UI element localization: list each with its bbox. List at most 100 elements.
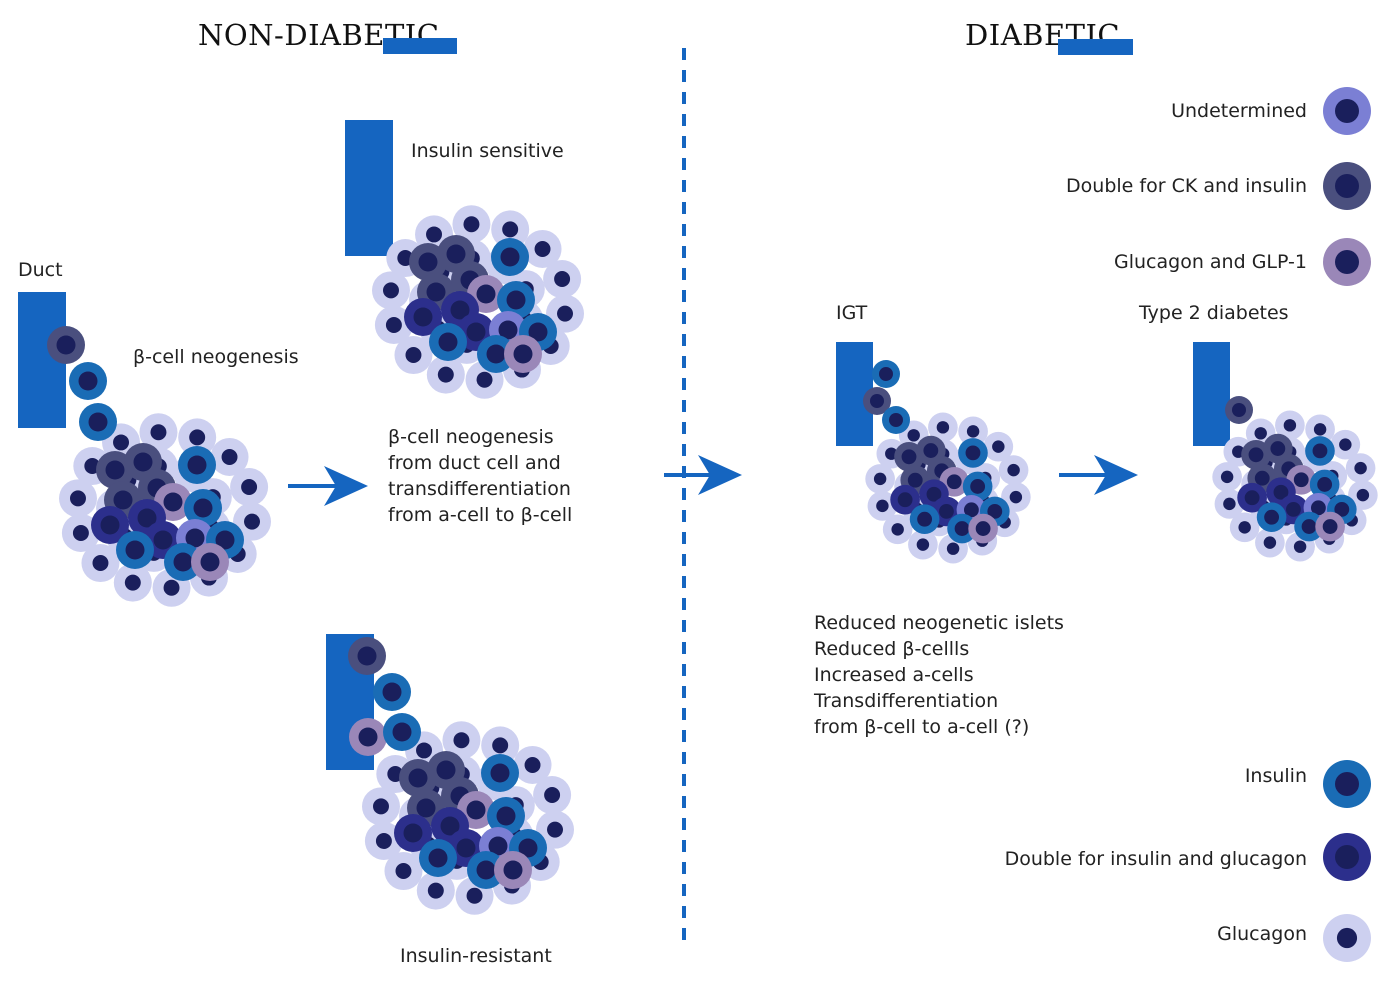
right-arrow-icon <box>664 455 742 495</box>
right-arrow-icon <box>1059 455 1138 495</box>
cluster-type2-glucagon-cell-icon <box>1214 489 1245 519</box>
cluster-insulin-resistant-glucagon-cell-icon <box>384 852 423 891</box>
cluster-type2-glp1-cell-icon <box>1315 511 1345 542</box>
cells-layer <box>47 87 1378 962</box>
cluster-main-glucagon-cell-icon <box>61 513 100 552</box>
cluster-insulin-sensitive-glucagon-cell-icon <box>523 229 562 268</box>
cluster-insulin-sensitive-glucagon-cell-icon <box>374 305 413 344</box>
insulin-resistant-label: Insulin-resistant <box>400 945 552 967</box>
cluster-insulin-resistant-insulin-cell-icon <box>481 754 519 792</box>
duct-bud-insulin-cell-icon <box>69 362 107 400</box>
legend-swatch-ck-insulin-icon <box>1323 162 1371 210</box>
cluster-igt-glucagon-cell-icon <box>865 464 895 494</box>
resistant-bud-glp1-cell-icon <box>349 718 387 756</box>
duct-label: Duct <box>18 259 63 281</box>
cluster-main-glucagon-cell-icon <box>230 468 269 507</box>
cluster-main-glucagon-cell-icon <box>58 479 97 518</box>
cluster-insulin-sensitive-glp1-cell-icon <box>504 335 542 373</box>
cluster-type2-glucagon-cell-icon <box>1345 453 1376 483</box>
cluster-igt-glucagon-cell-icon <box>958 416 988 447</box>
type2-bud-ck-insulin-cell-icon <box>1225 396 1253 424</box>
legend-swatch-glucagon-icon <box>1323 914 1371 962</box>
cluster-type2-glucagon-cell-icon <box>1229 512 1260 543</box>
cluster-insulin-resistant-glucagon-cell-icon <box>513 745 552 784</box>
cluster-type2-insulin-cell-icon <box>1256 502 1287 533</box>
cluster-type2-ins-glu-cell-icon <box>1237 482 1267 513</box>
cluster-insulin-resistant-insulin-cell-icon <box>467 851 505 889</box>
cluster-type2-glucagon-cell-icon <box>1330 429 1361 460</box>
cluster-insulin-resistant-insulin-cell-icon <box>419 839 457 877</box>
cluster-type2-glucagon-cell-icon <box>1212 462 1242 492</box>
cluster-igt-glucagon-cell-icon <box>998 455 1029 485</box>
legend-label-insulin: Insulin <box>1244 765 1307 787</box>
cluster-insulin-sensitive-glucagon-cell-icon <box>543 260 582 299</box>
cluster-insulin-sensitive-glucagon-cell-icon <box>371 271 410 310</box>
cluster-main-insulin-cell-icon <box>178 446 216 484</box>
legend-swatch-undetermined-icon <box>1323 87 1371 135</box>
duct-bud-ck-insulin-cell-icon <box>47 326 85 364</box>
legend-label-glucagon: Glucagon <box>1217 923 1307 945</box>
cluster-insulin-resistant-glucagon-cell-icon <box>442 721 481 760</box>
duct-bud-insulin-cell-icon <box>79 403 117 441</box>
cluster-insulin-resistant-glucagon-cell-icon <box>416 871 455 910</box>
duct-bar-insulin-sensitive <box>345 120 393 256</box>
legend-label-ck-insulin: Double for CK and insulin <box>1066 175 1307 197</box>
heading-underline-right <box>1058 39 1133 55</box>
heading-underline-left <box>383 38 457 54</box>
cluster-igt-insulin-cell-icon <box>947 513 977 544</box>
resistant-bud-insulin-cell-icon <box>373 673 411 711</box>
cluster-igt-glucagon-cell-icon <box>928 412 958 443</box>
igt-bud-insulin-cell-icon <box>872 360 900 388</box>
cluster-type2-glucagon-cell-icon <box>1348 480 1378 510</box>
beta-neogenesis-label: β-cell neogenesis <box>133 346 299 368</box>
cluster-igt-ins-glu-cell-icon <box>890 484 920 515</box>
cluster-insulin-sensitive-glucagon-cell-icon <box>426 355 465 394</box>
cluster-insulin-resistant-glucagon-cell-icon <box>533 776 572 815</box>
cluster-type2-insulin-cell-icon <box>1294 511 1324 542</box>
cluster-insulin-resistant-glucagon-cell-icon <box>361 787 400 826</box>
cluster-main-glucagon-cell-icon <box>139 413 178 452</box>
cluster-insulin-sensitive-glucagon-cell-icon <box>546 294 585 333</box>
cluster-main-glucagon-cell-icon <box>113 563 152 602</box>
resistant-bud-ck-insulin-cell-icon <box>348 637 386 675</box>
cluster-insulin-sensitive-insulin-cell-icon <box>497 281 535 319</box>
cluster-main-insulin-cell-icon <box>164 543 202 581</box>
cluster-main-glucagon-cell-icon <box>233 502 272 541</box>
arrows-layer <box>288 455 1138 506</box>
cluster-igt-glucagon-cell-icon <box>908 529 938 560</box>
legend-label-undetermined: Undetermined <box>1171 100 1307 122</box>
cluster-insulin-resistant-glucagon-cell-icon <box>481 726 520 765</box>
cluster-type2-insulin-cell-icon <box>1309 469 1340 500</box>
type2-label: Type 2 diabetes <box>1139 302 1289 324</box>
cluster-igt-glucagon-cell-icon <box>882 514 913 545</box>
legend-label-glp1: Glucagon and GLP-1 <box>1114 251 1307 273</box>
cluster-igt-insulin-cell-icon <box>962 471 993 502</box>
cluster-igt-glucagon-cell-icon <box>983 431 1014 462</box>
neogenesis-note: β-cell neogenesis from duct cell and tra… <box>388 426 573 526</box>
cluster-main-insulin-cell-icon <box>184 489 222 527</box>
legend-swatch-insulin-icon <box>1323 760 1371 808</box>
legend-swatch-glp1-icon <box>1323 238 1371 286</box>
cluster-insulin-resistant-glucagon-cell-icon <box>364 821 403 860</box>
cluster-main-glucagon-cell-icon <box>210 437 249 476</box>
resistant-bud-insulin-cell-icon <box>383 713 421 751</box>
duct-bar-type2 <box>1193 342 1230 446</box>
cluster-igt-glucagon-cell-icon <box>1001 482 1031 512</box>
cluster-insulin-resistant-glucagon-cell-icon <box>536 810 575 849</box>
cluster-igt-glucagon-cell-icon <box>867 491 898 521</box>
cluster-insulin-sensitive-glucagon-cell-icon <box>394 336 433 375</box>
cluster-insulin-sensitive-ins-glu-cell-icon <box>404 298 442 336</box>
igt-bud-ck-insulin-cell-icon <box>863 387 891 415</box>
cluster-insulin-sensitive-glucagon-cell-icon <box>452 205 491 244</box>
cluster-insulin-sensitive-insulin-cell-icon <box>429 323 467 361</box>
igt-bud-insulin-cell-icon <box>882 406 910 434</box>
cluster-main-glucagon-cell-icon <box>81 544 120 583</box>
cluster-insulin-resistant-glp1-cell-icon <box>494 851 532 889</box>
cluster-type2-insulin-cell-icon <box>1305 436 1335 466</box>
cluster-insulin-sensitive-insulin-cell-icon <box>491 238 529 276</box>
cluster-type2-glucagon-cell-icon <box>1255 527 1285 558</box>
cluster-main-glucagon-cell-icon <box>178 418 217 457</box>
insulin-sensitive-label: Insulin sensitive <box>411 140 564 162</box>
cluster-insulin-resistant-insulin-cell-icon <box>487 797 525 835</box>
